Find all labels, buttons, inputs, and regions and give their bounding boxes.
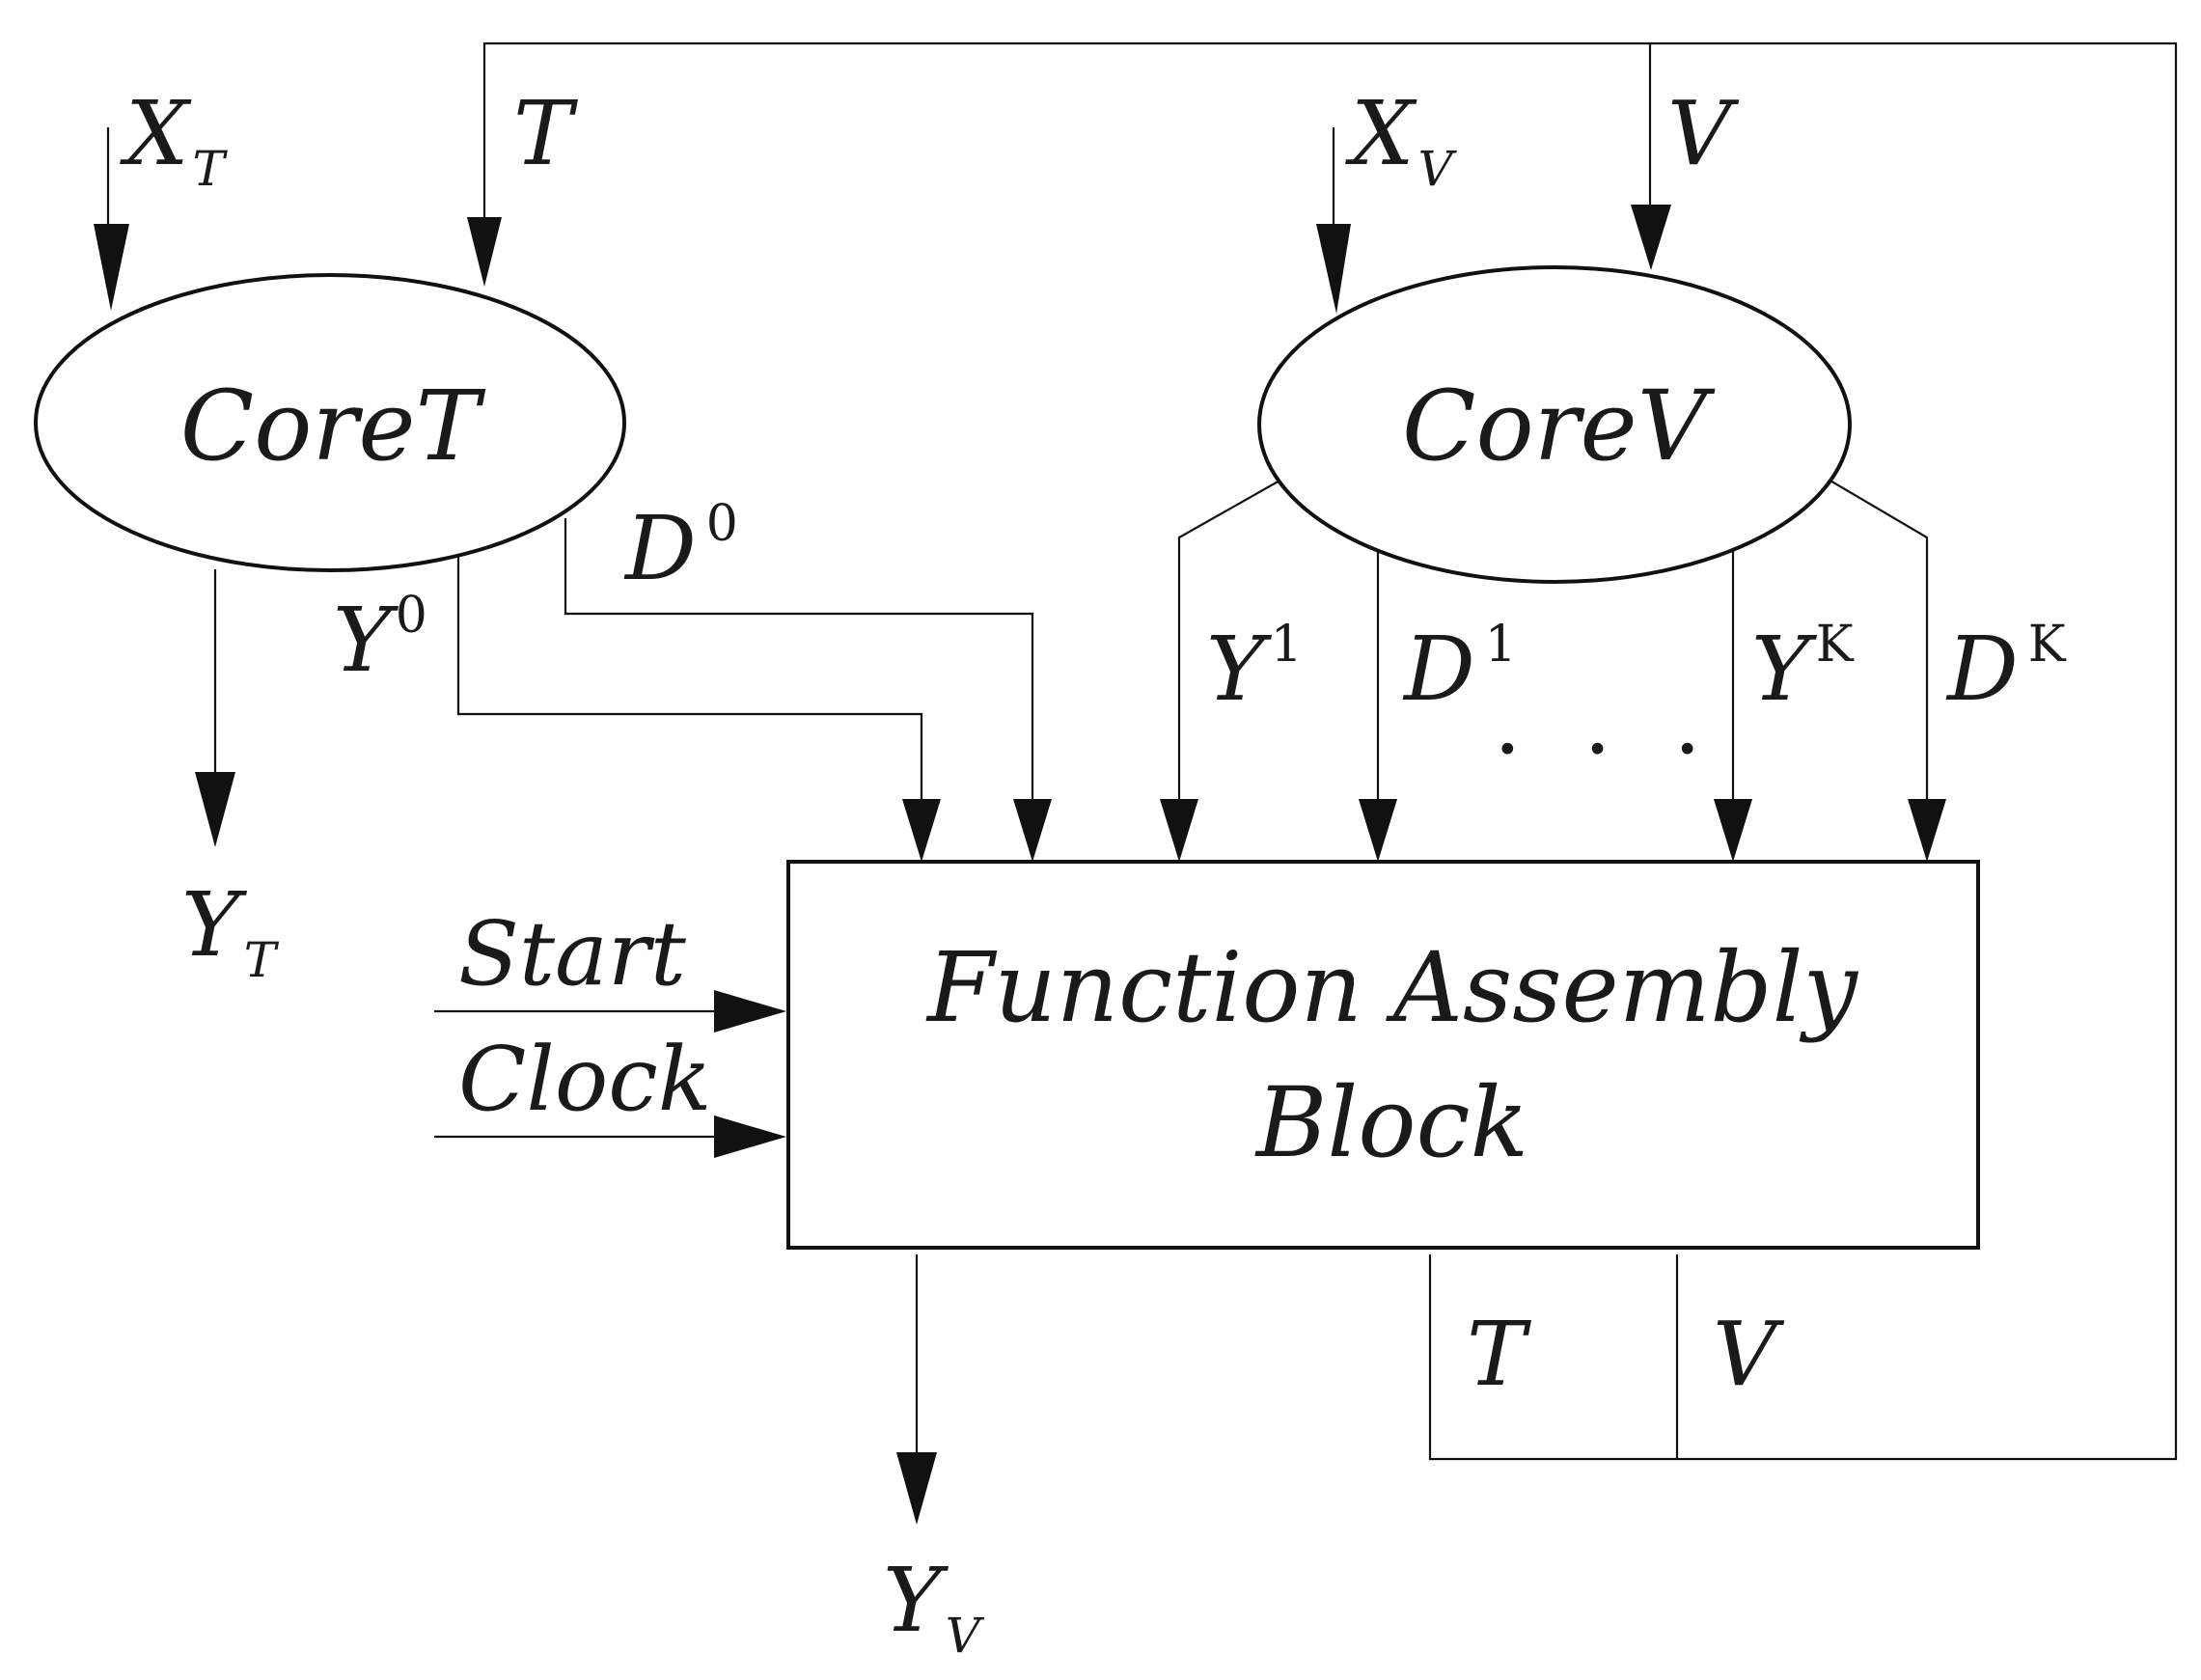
- feedback-wire: [482, 41, 2178, 1461]
- x-v-arrowhead: [1316, 224, 1351, 314]
- core-t-node: [34, 273, 626, 572]
- y0-wire: [456, 554, 923, 801]
- v-out-label: V: [1713, 1303, 1785, 1406]
- y1-wire: [1177, 479, 1282, 801]
- y-v-label: YV: [883, 1549, 985, 1664]
- core-t-label: CoreT: [180, 370, 486, 482]
- y1-arrowhead: [1160, 799, 1198, 862]
- fab-label-line2: Block: [1254, 1066, 1528, 1179]
- y-v-arrowhead: [896, 1452, 937, 1525]
- d0-wire: [564, 518, 1034, 801]
- clock-label: Clock: [458, 1028, 711, 1131]
- d0-arrowhead: [1013, 799, 1052, 862]
- v-arrowhead: [1631, 205, 1671, 270]
- x-t-arrowhead: [94, 224, 129, 311]
- yk-arrowhead: [1714, 799, 1752, 862]
- y0-label: Y0: [333, 587, 427, 692]
- start-arrowhead: [714, 990, 786, 1033]
- t-in-label: T: [513, 82, 578, 185]
- y-t-arrowhead: [195, 772, 235, 847]
- t-out-label: T: [1467, 1303, 1531, 1406]
- d1-arrowhead: [1359, 799, 1397, 862]
- ellipsis-label: . . .: [1494, 673, 1719, 774]
- dk-arrowhead: [1908, 799, 1946, 862]
- function-assembly-block: [786, 860, 1980, 1250]
- v-in-label: V: [1667, 82, 1740, 185]
- y-t-label: YT: [181, 873, 280, 988]
- t-arrowhead: [467, 217, 502, 287]
- core-v-node: [1257, 265, 1852, 584]
- core-v-label: CoreV: [1402, 370, 1716, 482]
- start-label: Start: [458, 902, 687, 1005]
- x-t-label: XT: [120, 82, 229, 197]
- clock-arrowhead: [714, 1115, 786, 1158]
- dk-wire: [1828, 479, 1929, 801]
- y0-arrowhead: [902, 799, 941, 862]
- x-v-label: XV: [1345, 82, 1458, 197]
- fab-label-line1: Function Assembly: [925, 931, 1859, 1044]
